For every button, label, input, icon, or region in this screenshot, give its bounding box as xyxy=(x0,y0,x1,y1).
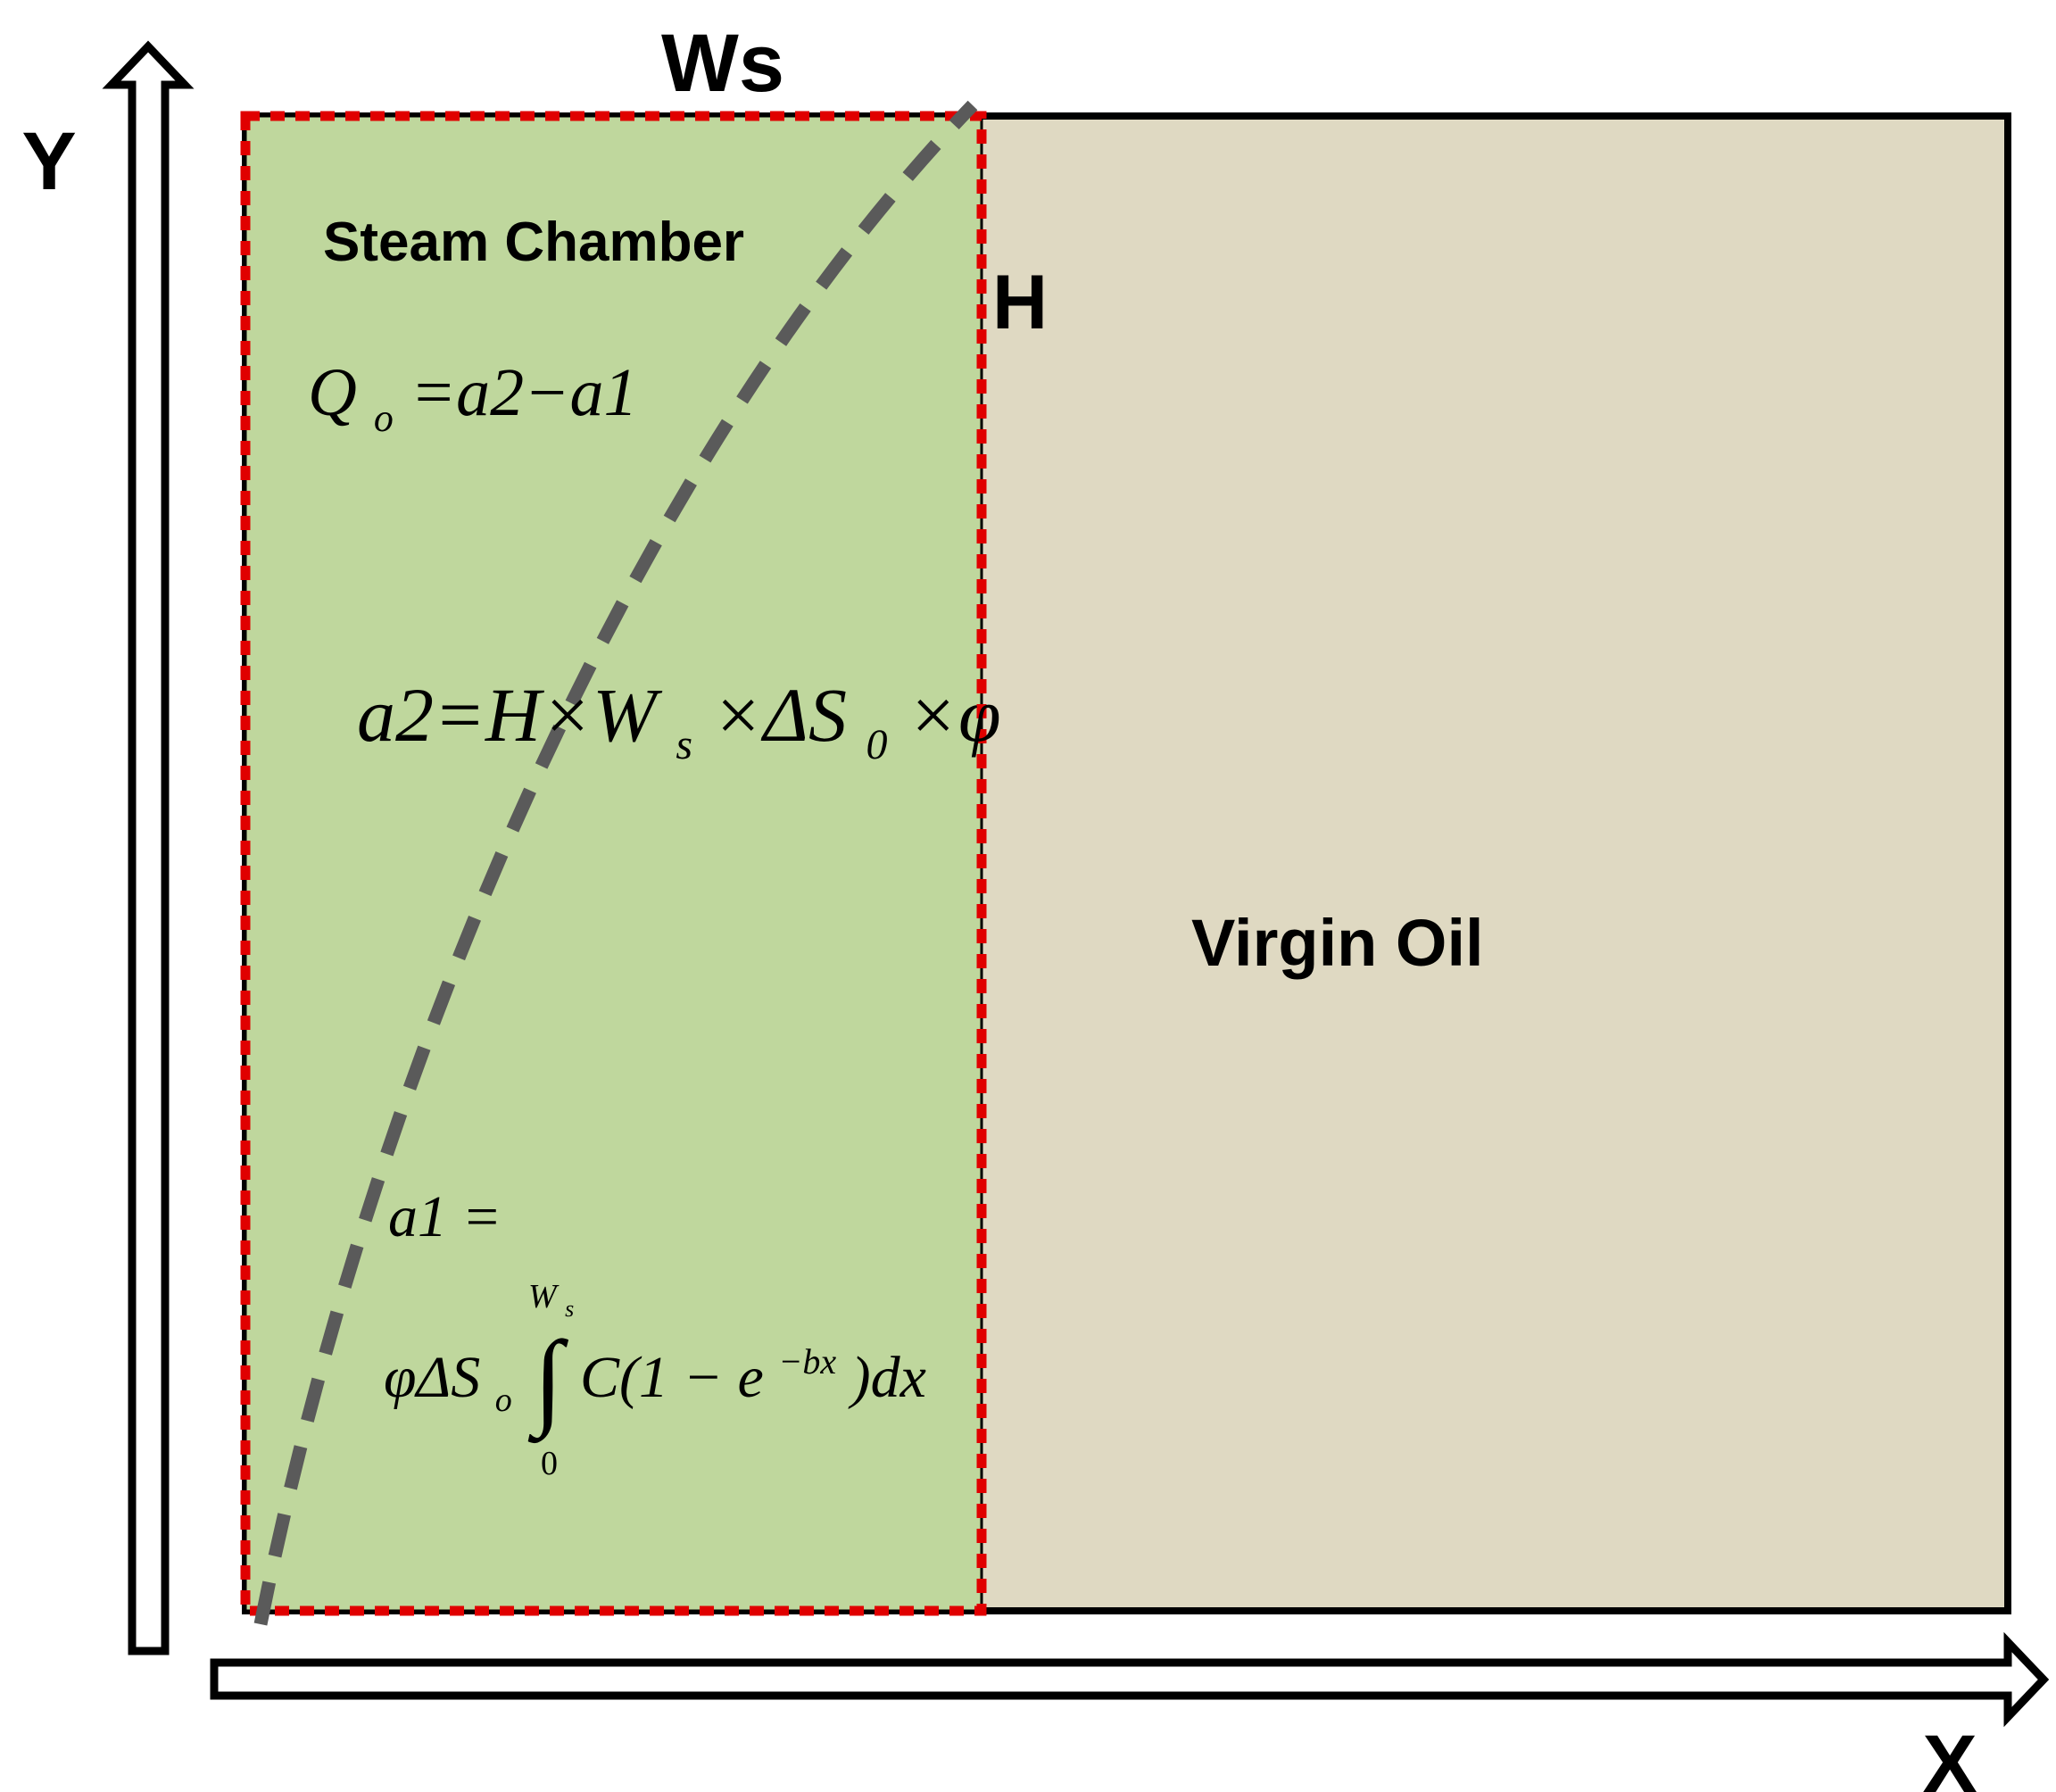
upper-s: s xyxy=(565,1296,574,1322)
steam-chamber-boundary xyxy=(240,111,987,1616)
qo-symbol: Q xyxy=(308,355,357,430)
steam-chamber-label: Steam Chamber xyxy=(323,212,744,273)
virgin-oil-label: Virgin Oil xyxy=(1191,906,1484,980)
equation-qo: Q o =a2−a1 xyxy=(308,355,637,446)
a2-lhs: a2=H×W xyxy=(357,672,663,758)
upper-W: W xyxy=(528,1278,560,1315)
a1-tail: )dx xyxy=(848,1345,926,1410)
a2-mid: ×ΔS xyxy=(712,672,848,758)
equation-a1-lhs: a1 = xyxy=(388,1184,502,1249)
a2-rhs: ×φ xyxy=(907,672,1001,758)
qo-rest: =a2−a1 xyxy=(410,355,638,430)
qo-subscript: o xyxy=(374,396,394,440)
width-label-ws: Ws xyxy=(661,18,784,109)
integral-upper-limit: W s xyxy=(528,1278,574,1322)
y-axis-arrow xyxy=(102,40,195,1655)
steam-front-curve xyxy=(253,100,978,1626)
integral-lower-limit: 0 xyxy=(541,1445,558,1482)
integral-sign: ∫ xyxy=(527,1319,569,1444)
x-axis-arrow xyxy=(210,1631,2050,1728)
a1-sub-o: o xyxy=(495,1381,512,1419)
a2-sub-s: s xyxy=(676,721,692,768)
x-axis-label: X xyxy=(1922,1719,1977,1792)
equation-a1-rhs-lead: φΔS o xyxy=(384,1345,512,1419)
y-axis-label: Y xyxy=(21,116,76,207)
a1-body: C(1 − e xyxy=(580,1345,764,1410)
height-label-h: H xyxy=(992,260,1048,345)
a2-sub-zero: 0 xyxy=(866,721,888,768)
steam-chamber-region xyxy=(245,116,982,1611)
a1-lead: φΔS xyxy=(384,1345,480,1410)
equation-a2: a2=H×W s ×ΔS 0 ×φ xyxy=(357,672,1001,776)
a1-exp: −bx xyxy=(778,1341,836,1381)
equation-a1-rhs-body: C(1 − e −bx )dx xyxy=(580,1322,926,1410)
